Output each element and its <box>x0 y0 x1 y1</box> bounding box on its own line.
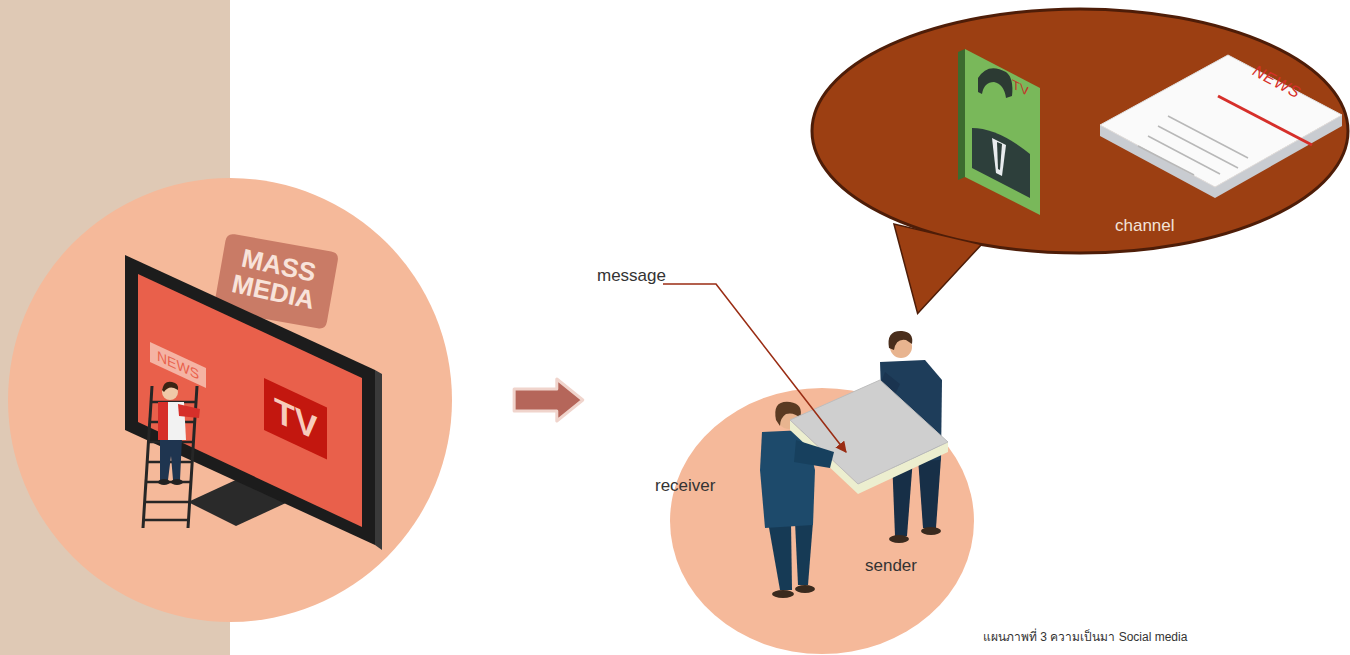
ladder-rail <box>143 386 152 528</box>
climber-head <box>162 384 178 400</box>
speech-bubble: channel TV NEWS <box>808 4 1350 258</box>
tv-screen <box>138 274 362 527</box>
tv-frame <box>125 255 375 545</box>
tv-side <box>375 370 382 550</box>
bubble-label: channel <box>1115 216 1175 236</box>
ellipse-fill <box>670 388 974 654</box>
sender-head <box>890 336 912 358</box>
climber <box>158 382 200 485</box>
tv-icon: TV <box>958 48 1042 216</box>
ladder-rail <box>188 386 197 528</box>
climber-hair <box>162 382 178 392</box>
tv-icon-outline <box>958 48 1042 216</box>
sender-figure <box>866 331 942 543</box>
icon-panel <box>965 49 1040 215</box>
climber-shoe <box>158 479 170 485</box>
icon-tie <box>997 142 1002 170</box>
circle-fill <box>8 178 452 622</box>
icon-side <box>958 49 965 180</box>
ladder-rung <box>144 519 189 522</box>
exchange-ellipse-outline <box>670 388 974 654</box>
icon-suit <box>972 128 1030 198</box>
callout-label: message <box>597 266 666 286</box>
newspaper-icon-outline <box>1098 50 1344 218</box>
ladder-rung <box>147 461 192 464</box>
receiver-leg <box>795 522 813 585</box>
climber-shoe <box>171 479 183 485</box>
receiver-shoe <box>772 590 794 598</box>
role-label: sender <box>865 556 917 576</box>
climber-legs <box>160 438 182 480</box>
bubble-fill <box>812 9 1348 253</box>
climber-arm <box>178 404 200 418</box>
role-label: receiver <box>655 476 715 496</box>
paper-line <box>1148 136 1220 174</box>
ladder-rung <box>150 421 195 424</box>
sender-leg <box>918 458 941 528</box>
paper-line <box>1138 146 1194 175</box>
media-circle: MASS MEDIANEWSTV <box>8 178 452 622</box>
block-arrow <box>514 379 583 421</box>
ladder <box>143 386 197 528</box>
receiver-figure <box>760 402 815 598</box>
receiver-arm <box>794 440 834 468</box>
paper-rule <box>1218 96 1312 145</box>
icon-hair <box>978 68 1012 98</box>
message-tablet <box>790 380 948 494</box>
tablet-edge <box>790 420 948 494</box>
tablet-top <box>790 380 948 484</box>
exchange-ellipse: receiversender <box>670 388 974 654</box>
sender-shoe <box>889 535 909 543</box>
sender-arm <box>866 372 900 426</box>
receiver-body <box>760 430 815 528</box>
receiver-shoe <box>795 585 815 593</box>
ladder-rung <box>151 401 196 404</box>
sender-shoe <box>921 527 941 535</box>
ladder-rung <box>146 481 191 484</box>
newspaper-icon: NEWS <box>1098 50 1344 218</box>
climber-body <box>158 402 186 440</box>
leader-line <box>663 284 846 452</box>
figure-caption: แผนภาพที่ 3 ความเป็นมา Social media <box>983 627 1187 646</box>
icon-shirt <box>992 138 1006 176</box>
sender-hair <box>889 331 913 350</box>
climber-jacket <box>158 402 168 440</box>
ladder-rung <box>145 501 190 504</box>
receiver-hair <box>775 402 801 426</box>
sender-leg <box>892 458 913 536</box>
receiver-head <box>777 405 801 429</box>
ladder-rung <box>148 441 193 444</box>
receiver-leg <box>768 522 792 590</box>
paper-top <box>1100 55 1342 187</box>
sender-body <box>880 360 942 462</box>
bubble-joint <box>895 225 980 312</box>
